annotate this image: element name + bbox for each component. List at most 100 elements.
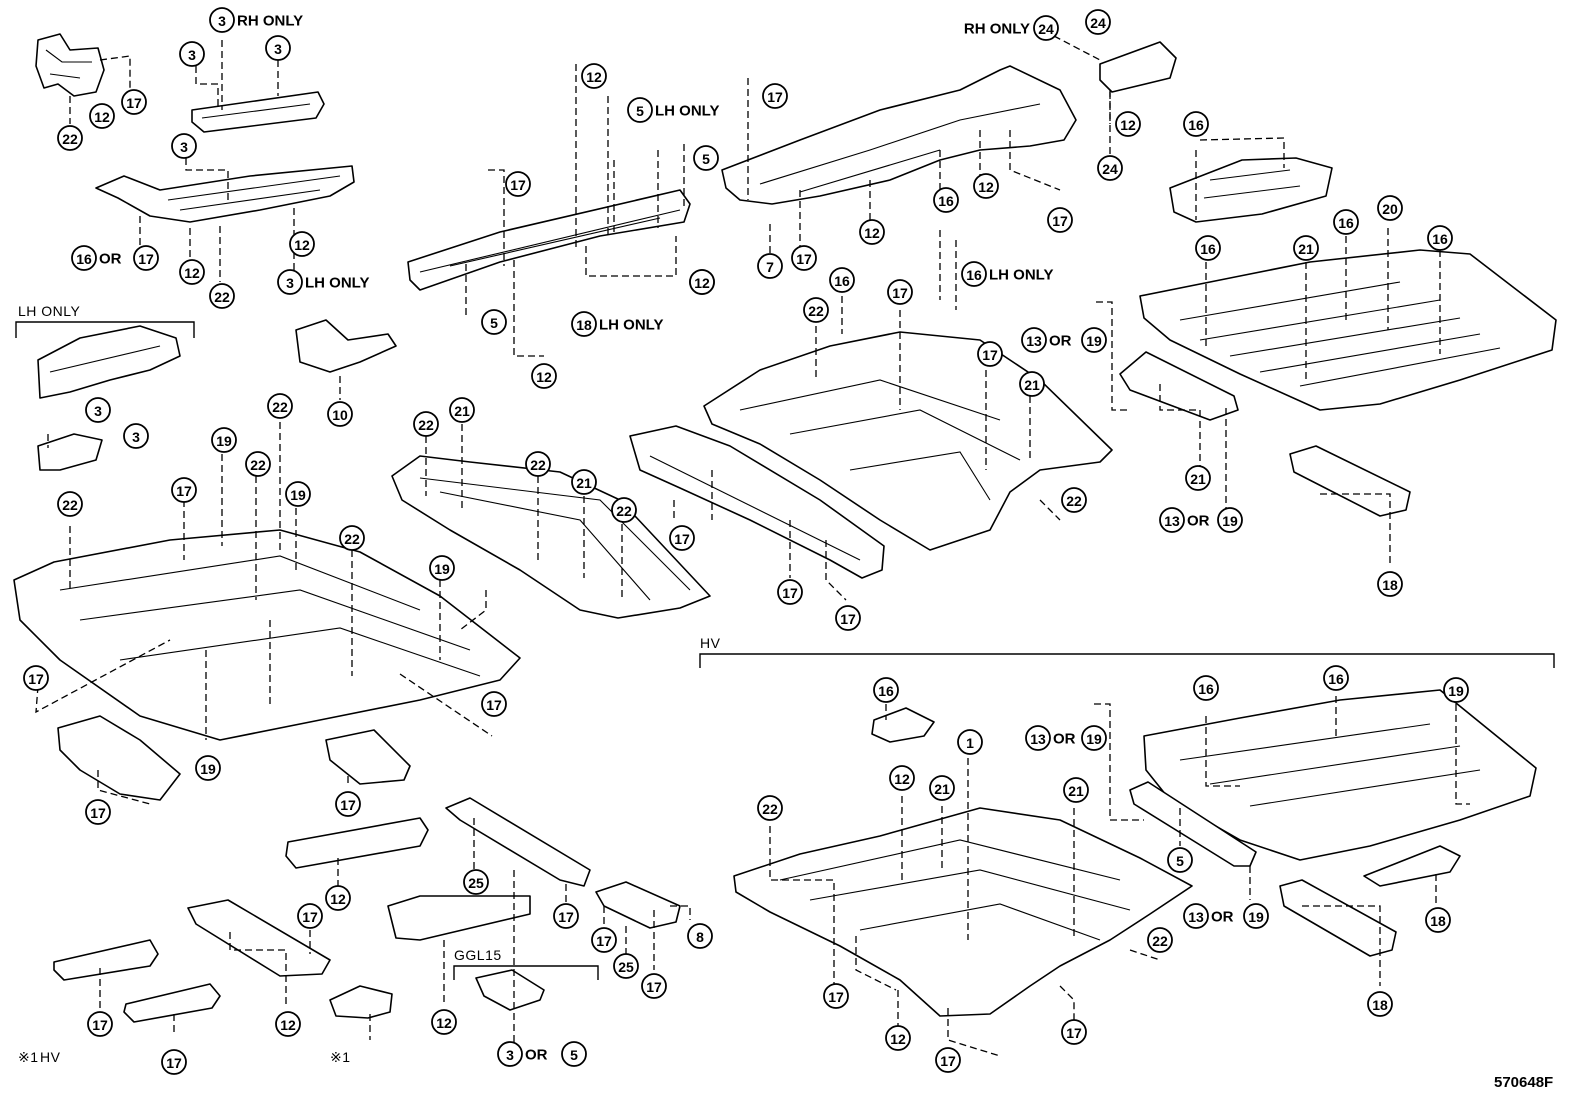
callout-circle <box>829 267 855 293</box>
callout-16: 16 <box>933 187 959 213</box>
callout-circle <box>929 775 955 801</box>
callout-circle <box>429 555 455 581</box>
callout-17: 17 <box>161 1049 187 1075</box>
callout-24: 24 <box>1097 155 1123 181</box>
callout-note: LH ONLY <box>599 317 663 334</box>
callout-21: 21 <box>571 469 597 495</box>
callout-number: 16 <box>1338 215 1354 231</box>
callout-number: 12 <box>978 179 994 195</box>
callout-circle <box>1183 903 1209 929</box>
callout-22: 22 <box>525 451 551 477</box>
callout-number: 17 <box>28 671 44 687</box>
callout-16: 16 <box>1195 235 1221 261</box>
callout-21: 21 <box>449 397 475 423</box>
callout-circle <box>1021 327 1047 353</box>
callout-circle <box>581 63 607 89</box>
callout-number: 5 <box>490 315 498 331</box>
callout-circle <box>89 103 115 129</box>
callout-circle <box>57 491 83 517</box>
callout-circle <box>87 1011 113 1037</box>
callout-note: OR <box>1211 909 1234 926</box>
callout-22: 22 <box>757 795 783 821</box>
callout-number: 3 <box>286 275 294 291</box>
callout-7: 7 <box>757 253 783 279</box>
callout-circle <box>265 35 291 61</box>
callout-17: 17 <box>553 903 579 929</box>
callout-circle <box>1159 507 1185 533</box>
callout-22: 22 <box>209 283 235 309</box>
callout-17: 17 <box>823 983 849 1009</box>
callout-22: 22 <box>1061 487 1087 513</box>
callout-20: 20 <box>1377 195 1403 221</box>
callout-note: RH ONLY <box>964 21 1030 38</box>
ggl15-bracket <box>453 965 599 980</box>
lh-only-bracket <box>15 321 195 338</box>
callout-number: 16 <box>1200 241 1216 257</box>
callout-number: 12 <box>586 69 602 85</box>
callout-number: 5 <box>570 1047 578 1063</box>
callout-circle <box>531 363 557 389</box>
callout-circle <box>591 927 617 953</box>
callout-19: 19 <box>1443 677 1469 703</box>
footnote-mark: ※1 <box>18 1049 39 1065</box>
callout-12: 12 <box>179 259 205 285</box>
callout-circle <box>1377 195 1403 221</box>
callout-circle <box>211 427 237 453</box>
callout-circle <box>571 311 597 337</box>
callout-circle <box>689 269 715 295</box>
part-outlines <box>13 33 1557 1023</box>
callout-16: 16 <box>1183 111 1209 137</box>
callout-number: 17 <box>166 1055 182 1071</box>
callout-circle <box>1061 1019 1087 1045</box>
callout-number: 22 <box>762 801 778 817</box>
callout-number: 19 <box>1086 731 1102 747</box>
callout-number: 17 <box>558 909 574 925</box>
callout-circle <box>71 245 97 271</box>
callout-12: 12 <box>859 219 885 245</box>
callout-number: 25 <box>468 875 484 891</box>
callout-12: 12 <box>689 269 715 295</box>
callout-number: 5 <box>636 103 644 119</box>
callout-circle <box>23 665 49 691</box>
callout-circle <box>1025 725 1051 751</box>
callout-number: 12 <box>330 891 346 907</box>
callout-17: 17 <box>335 791 361 817</box>
callout-circle <box>553 903 579 929</box>
callout-number: 3 <box>94 403 102 419</box>
callout-circle <box>613 953 639 979</box>
callout-21: 21 <box>1063 777 1089 803</box>
callout-circle <box>285 481 311 507</box>
callout-circle <box>481 309 507 335</box>
callout-12: 12 <box>973 173 999 199</box>
callout-circle <box>1185 465 1211 491</box>
callout-circle <box>505 171 531 197</box>
callout-19: 19 <box>1217 507 1243 533</box>
callout-number: 17 <box>767 89 783 105</box>
callout-number: 12 <box>294 237 310 253</box>
callout-circle <box>1167 847 1193 873</box>
callout-number: 18 <box>1382 577 1398 593</box>
callout-circle <box>267 393 293 419</box>
callout-number: 17 <box>1066 1025 1082 1041</box>
callout-circle <box>171 477 197 503</box>
callout-circle <box>1033 15 1059 41</box>
callout-number: 16 <box>834 273 850 289</box>
callout-17: 17 <box>505 171 531 197</box>
callout-number: 12 <box>864 225 880 241</box>
callout-number: 21 <box>1068 783 1084 799</box>
callout-21: 21 <box>1019 371 1045 397</box>
callout-number: 3 <box>188 47 196 63</box>
callout-12: 12 <box>89 103 115 129</box>
callout-circle <box>497 1041 523 1067</box>
callout-1: 1 <box>957 729 983 755</box>
callout-number: 17 <box>1052 213 1068 229</box>
callout-17: 17 <box>777 579 803 605</box>
callout-circle <box>885 1025 911 1051</box>
callout-number: 17 <box>302 909 318 925</box>
